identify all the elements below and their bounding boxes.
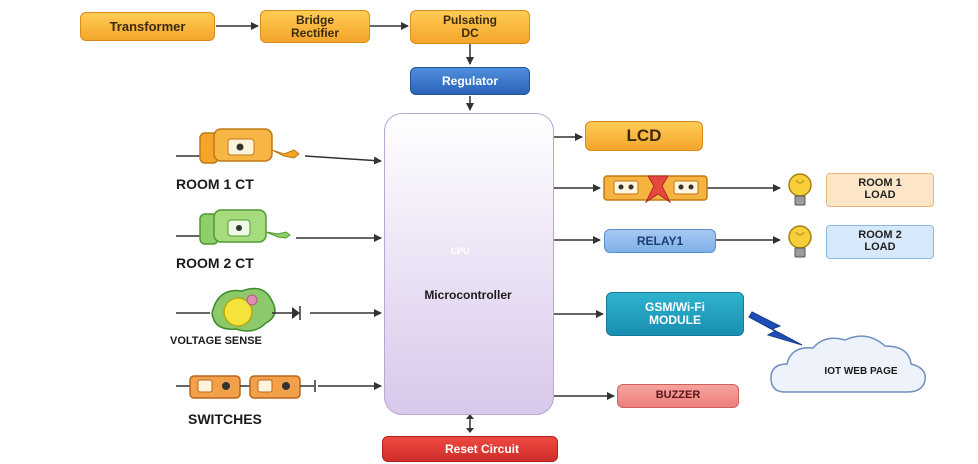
lightbulb-icon-room1 [788, 173, 812, 206]
reset-circuit-block: Reset Circuit [382, 436, 558, 462]
switches-label: SWITCHES [188, 411, 262, 427]
room1-load-label: ROOM 1 LOAD [858, 177, 902, 201]
cloud-icon [770, 335, 926, 393]
voltage-sense-icon [176, 287, 301, 332]
room1-load-block: ROOM 1 LOAD [826, 173, 934, 207]
wireless-lightning-icon [748, 311, 803, 346]
regulator-block: Regulator [410, 67, 530, 95]
gsm-wifi-module-block: GSM/Wi-Fi MODULE [606, 292, 744, 336]
cpu-label: CPU [450, 246, 470, 256]
bridge-rectifier-block: Bridge Rectifier [260, 10, 370, 43]
room1-relay-icon [603, 175, 708, 204]
relay1-block: RELAY1 [604, 229, 716, 253]
room1-ct-icon [176, 128, 300, 164]
lcd-label: LCD [626, 126, 662, 146]
room2-load-block: ROOM 2 LOAD [826, 225, 934, 259]
room2-ct-label: ROOM 2 CT [176, 255, 254, 271]
transformer-block: Transformer [80, 12, 215, 41]
bridge-rectifier-label: Bridge Rectifier [290, 12, 340, 40]
buzzer-label: BUZZER [655, 389, 701, 402]
pulsating-dc-label: Pulsating DC [442, 13, 497, 40]
pulsating-dc-block: Pulsating DC [410, 10, 530, 44]
room2-ct-icon [176, 209, 291, 245]
room2-load-label: ROOM 2 LOAD [858, 229, 902, 253]
lcd-block: LCD [585, 121, 703, 151]
gsm-wifi-label: GSM/Wi-Fi MODULE [645, 300, 705, 327]
reset-circuit-label: Reset Circuit [444, 441, 520, 456]
iot-web-page-label: IOT WEB PAGE [824, 366, 898, 377]
buzzer-block: BUZZER [617, 384, 739, 408]
regulator-label: Regulator [441, 73, 498, 88]
lightbulb-icon-room2 [788, 225, 812, 258]
microcontroller-label: Microcontroller [424, 288, 512, 302]
relay1-label: RELAY1 [636, 233, 684, 248]
transformer-label: Transformer [109, 18, 186, 34]
voltage-sense-label: VOLTAGE SENSE [170, 335, 262, 347]
switches-icon [176, 375, 316, 399]
microcontroller-block [384, 113, 554, 415]
room1-ct-label: ROOM 1 CT [176, 176, 254, 192]
